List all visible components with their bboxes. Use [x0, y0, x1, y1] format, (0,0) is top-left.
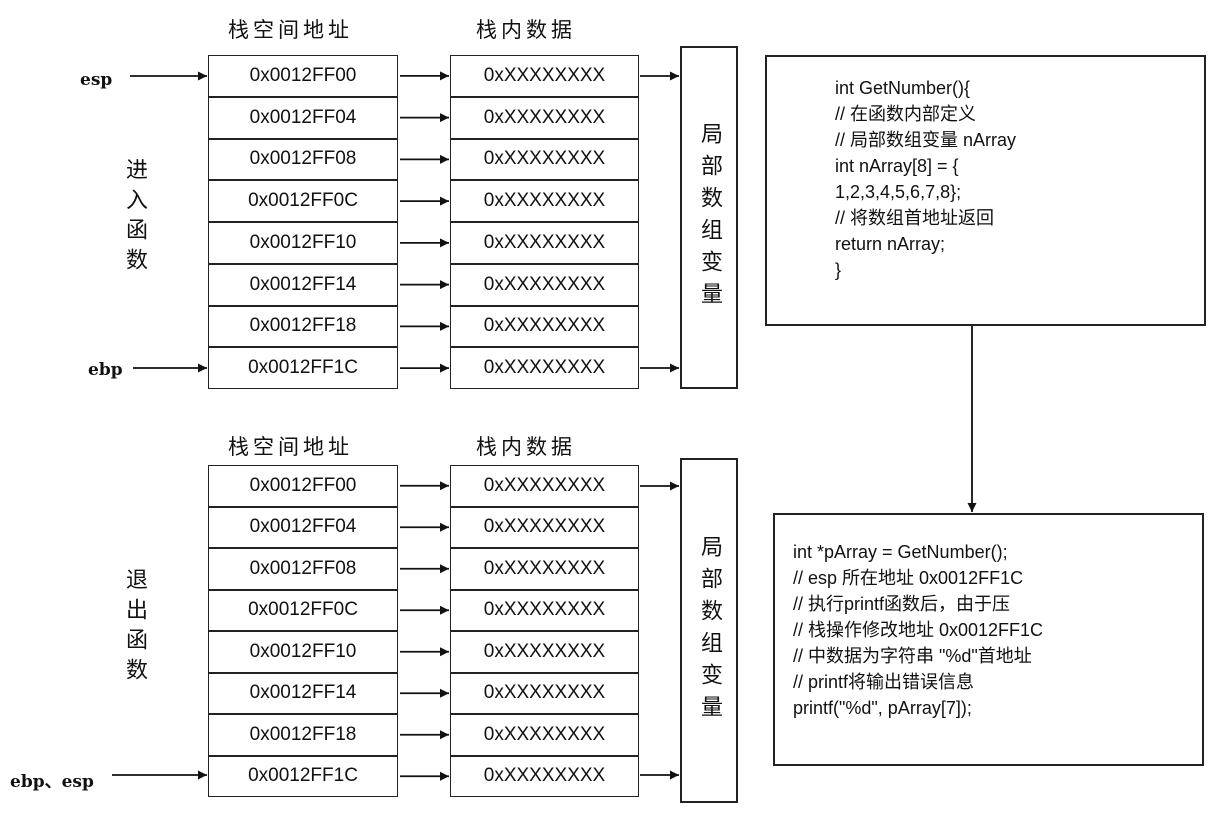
bottom-address-to-data-arrow: [400, 771, 449, 781]
bottom-address-to-data-arrow: [400, 647, 449, 657]
code-line: // 中数据为字符串 "%d"首地址: [793, 646, 1032, 666]
bottom-data-header: 栈内数据: [476, 435, 576, 459]
top-address-cell: 0x0012FF18: [208, 305, 398, 348]
bottom-address-to-data-arrow: [400, 564, 449, 574]
top-address-to-data-arrow: [400, 238, 449, 248]
ebp-esp-arrow: [112, 770, 207, 780]
top-address-to-data-arrow: [400, 113, 449, 123]
code-line: int nArray[8] = {: [835, 156, 959, 176]
top-address-to-data-arrow: [400, 280, 449, 290]
top-data-cell: 0xXXXXXXXX: [450, 222, 639, 264]
code-line: 1,2,3,4,5,6,7,8};: [835, 182, 962, 202]
code-line: // printf将输出错误信息: [793, 672, 975, 692]
bottom-address-to-data-arrow: [400, 688, 449, 698]
pointer-esp: esp: [80, 70, 113, 90]
code-box-get-number: int GetNumber(){ // 在函数内部定义 // 局部数组变量 nArr…: [765, 55, 1206, 326]
bottom-data-cell: 0xXXXXXXXX: [450, 631, 639, 673]
bottom-array-start-arrow: [640, 481, 679, 491]
top-address-cell: 0x0012FF10: [208, 222, 398, 264]
bottom-address-to-data-arrow: [400, 730, 449, 740]
top-data-cell: 0xXXXXXXXX: [450, 138, 639, 181]
bottom-address-cell: 0x0012FF00: [208, 465, 398, 507]
esp-arrow: [130, 71, 207, 81]
top-array-end-arrow: [640, 363, 679, 373]
code-line: // esp 所在地址 0x0012FF1C: [793, 568, 1024, 588]
bottom-data-cell: 0xXXXXXXXX: [450, 548, 639, 590]
bottom-address-cell: 0x0012FF0C: [208, 589, 398, 631]
top-address-to-data-arrow: [400, 363, 449, 373]
bottom-address-cell: 0x0012FF08: [208, 548, 398, 590]
code-line: // 栈操作修改地址 0x0012FF1C: [793, 620, 1044, 640]
top-side-label: 进入函数: [122, 158, 147, 278]
code-line: // 局部数组变量 nArray: [835, 130, 1017, 150]
top-array-label: 局部数组变量: [680, 46, 738, 389]
code-line: return nArray;: [835, 234, 946, 254]
top-address-cell: 0x0012FF04: [208, 96, 398, 139]
code-line: // 在函数内部定义: [835, 104, 977, 124]
top-address-to-data-arrow: [400, 71, 449, 81]
top-address-to-data-arrow: [400, 321, 449, 331]
ebp-arrow: [133, 363, 207, 373]
bottom-array-label: 局部数组变量: [680, 458, 738, 803]
bottom-data-cell: 0xXXXXXXXX: [450, 755, 639, 797]
code-line: printf("%d", pArray[7]);: [793, 698, 972, 718]
code-line: // 将数组首地址返回: [835, 208, 995, 228]
top-address-cell: 0x0012FF1C: [208, 347, 398, 389]
top-data-header: 栈内数据: [476, 18, 576, 42]
code-line: }: [835, 260, 842, 280]
top-data-cell: 0xXXXXXXXX: [450, 180, 639, 222]
bottom-data-cell: 0xXXXXXXXX: [450, 672, 639, 714]
bottom-address-cell: 0x0012FF04: [208, 506, 398, 548]
bottom-address-header: 栈空间地址: [228, 435, 353, 459]
bottom-address-to-data-arrow: [400, 605, 449, 615]
top-data-cell: 0xXXXXXXXX: [450, 347, 639, 389]
bottom-address-cell: 0x0012FF1C: [208, 755, 398, 797]
bottom-address-cell: 0x0012FF10: [208, 631, 398, 673]
top-array-start-arrow: [640, 71, 679, 81]
top-data-cell: 0xXXXXXXXX: [450, 55, 639, 97]
code-line: int *pArray = GetNumber();: [793, 542, 1008, 562]
bottom-data-cell: 0xXXXXXXXX: [450, 589, 639, 631]
top-address-to-data-arrow: [400, 154, 449, 164]
top-address-cell: 0x0012FF00: [208, 55, 398, 97]
pointer-ebp: ebp: [88, 360, 123, 380]
bottom-array-end-arrow: [640, 770, 679, 780]
code-box-printf: int *pArray = GetNumber(); // esp 所在地址 0x…: [773, 513, 1204, 766]
bottom-address-cell: 0x0012FF14: [208, 672, 398, 714]
bottom-address-cell: 0x0012FF18: [208, 714, 398, 756]
top-address-cell: 0x0012FF14: [208, 263, 398, 306]
code-line: int GetNumber(){: [835, 78, 971, 98]
bottom-data-cell: 0xXXXXXXXX: [450, 714, 639, 756]
top-address-cell: 0x0012FF08: [208, 138, 398, 181]
top-address-header: 栈空间地址: [228, 18, 353, 42]
bottom-address-to-data-arrow: [400, 481, 449, 491]
top-address-cell: 0x0012FF0C: [208, 180, 398, 222]
top-data-cell: 0xXXXXXXXX: [450, 305, 639, 348]
bottom-side-label: 退出函数: [122, 568, 147, 688]
top-data-cell: 0xXXXXXXXX: [450, 96, 639, 139]
top-data-cell: 0xXXXXXXXX: [450, 263, 639, 306]
bottom-data-cell: 0xXXXXXXXX: [450, 506, 639, 548]
bottom-data-cell: 0xXXXXXXXX: [450, 465, 639, 507]
code-line: // 执行printf函数后，由于压: [793, 594, 1011, 614]
top-address-to-data-arrow: [400, 196, 449, 206]
code-flow-arrow: [967, 326, 977, 512]
pointer-ebp-esp: ebp、esp: [10, 772, 94, 792]
bottom-address-to-data-arrow: [400, 522, 449, 532]
